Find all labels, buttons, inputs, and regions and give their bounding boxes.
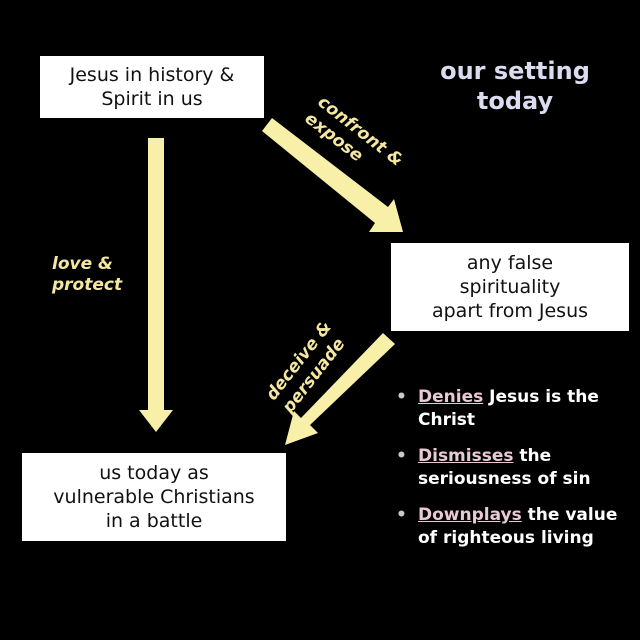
box-bottom-line-1: us today as (99, 462, 209, 484)
arrow-deceive-persuade (285, 333, 395, 445)
false-spirituality-bullet-list: • Denies Jesus is the Christ • Dismisses… (394, 386, 632, 563)
box-right-line-2: spirituality (459, 276, 561, 298)
box-top-line-2: Spirit in us (101, 88, 203, 110)
bullet-keyword: Dismisses (418, 446, 514, 466)
list-item: • Denies Jesus is the Christ (394, 386, 632, 432)
our-setting-today-title: our setting today (420, 56, 610, 116)
setting-line-1: our setting (440, 57, 590, 85)
bullet-dot: • (396, 387, 407, 407)
arrow-love-protect (139, 138, 173, 432)
list-item: • Dismisses the seriousness of sin (394, 445, 632, 491)
setting-line-2: today (476, 87, 554, 115)
box-top-line-1: Jesus in history & (69, 64, 235, 86)
bullet-keyword: Downplays (418, 505, 522, 525)
arrow-confront-expose (262, 118, 403, 232)
bullet-text: the value of righteous living (418, 505, 618, 548)
bullet-keyword: Denies (418, 387, 484, 407)
box-right-line-3: apart from Jesus (431, 300, 589, 322)
bullet-dot: • (396, 505, 407, 525)
label-love-line-2: protect (52, 275, 123, 295)
list-item: • Downplays the value of righteous livin… (394, 504, 632, 550)
box-right-line-1: any false (466, 252, 554, 274)
label-love-protect: love & protect (52, 254, 122, 296)
bullet-dot: • (396, 446, 407, 466)
box-jesus-in-history: Jesus in history & Spirit in us (40, 56, 264, 118)
box-bottom-line-2: vulnerable Christians (53, 486, 255, 508)
bullet-text: the seriousness of sin (418, 446, 591, 489)
box-vulnerable-christians: us today as vulnerable Christians in a b… (22, 453, 286, 541)
box-bottom-line-3: in a battle (105, 510, 203, 532)
label-love-line-1: love & (52, 254, 113, 274)
bullet-text: Jesus is the Christ (418, 387, 599, 430)
box-false-spirituality: any false spirituality apart from Jesus (391, 243, 629, 331)
